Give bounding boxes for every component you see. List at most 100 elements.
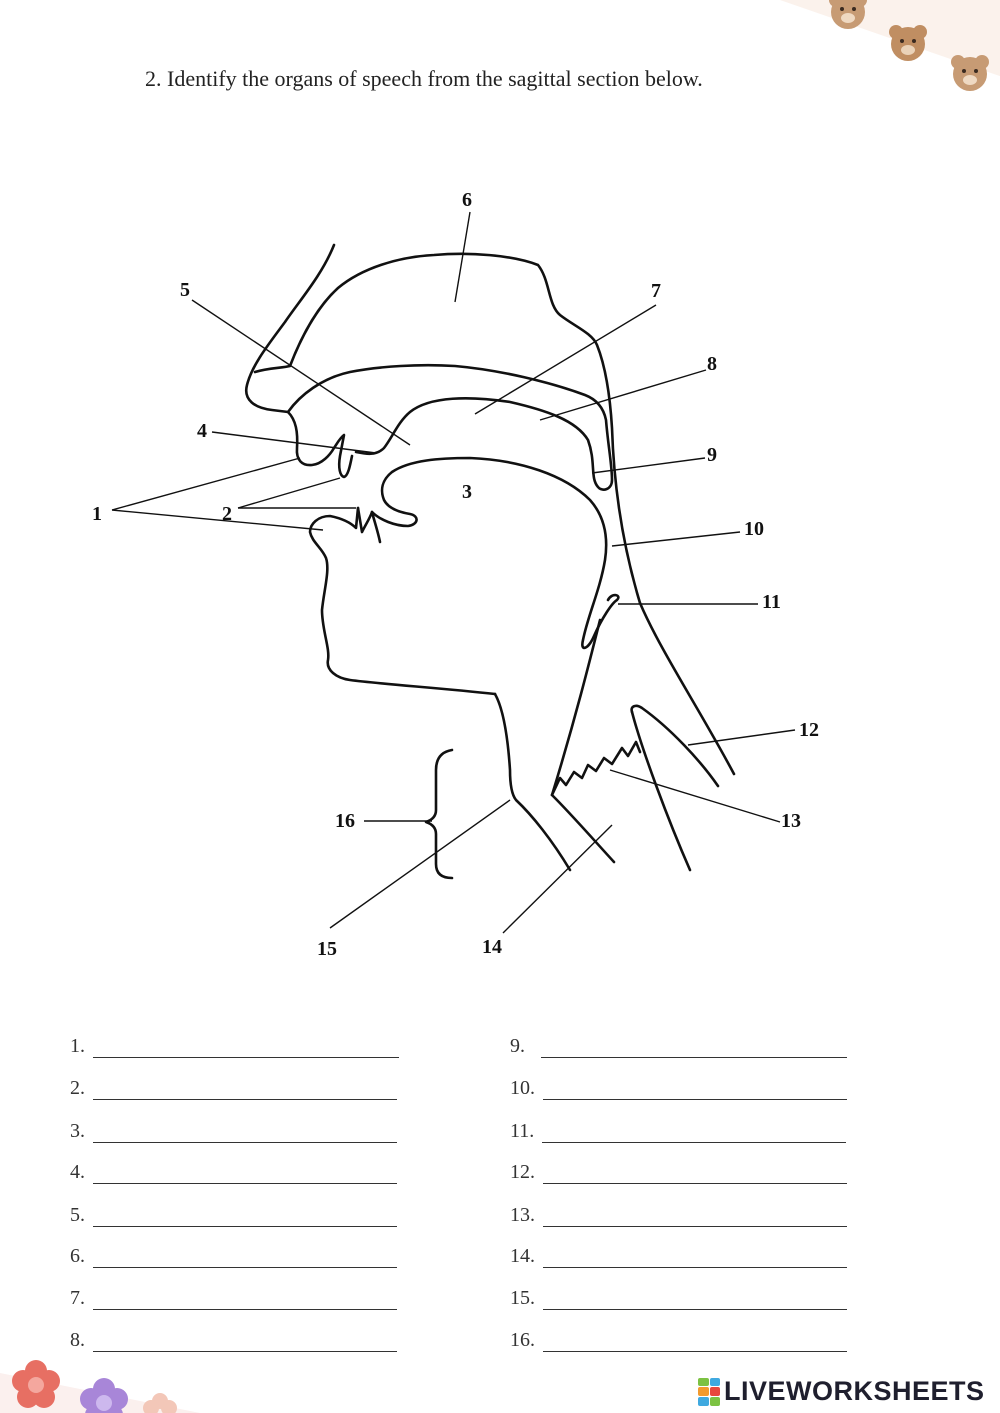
answer-row-4[interactable]: 4. <box>70 1161 397 1184</box>
tongue-outline <box>370 456 620 650</box>
brand-name: LIVEWORKSHEETS <box>724 1376 985 1406</box>
answer-number: 4. <box>70 1161 85 1183</box>
answer-blank[interactable] <box>93 1331 397 1352</box>
leader-14 <box>502 824 613 934</box>
diagram-label-15: 15 <box>317 938 337 960</box>
upper-palate-outline <box>286 363 614 491</box>
leader-4 <box>211 431 377 454</box>
answer-number: 16. <box>510 1329 535 1351</box>
answer-number: 5. <box>70 1204 85 1226</box>
answer-blank[interactable] <box>93 1247 397 1268</box>
diagram-label-3: 3 <box>462 481 472 503</box>
flower-icon <box>80 1378 128 1413</box>
upper-lip-outline <box>286 410 354 479</box>
answer-blank[interactable] <box>543 1079 847 1100</box>
answer-number: 13. <box>510 1204 535 1226</box>
answer-number: 10. <box>510 1077 535 1099</box>
pharynx-outline <box>638 601 736 776</box>
answer-blank[interactable] <box>542 1122 847 1143</box>
answer-blank[interactable] <box>93 1037 399 1058</box>
answer-number: 8. <box>70 1329 85 1351</box>
answer-row-12[interactable]: 12. <box>510 1161 847 1184</box>
answer-row-8[interactable]: 8. <box>70 1329 397 1352</box>
diagram-label-6: 6 <box>462 189 472 211</box>
answer-number: 9. <box>510 1035 525 1057</box>
esophagus-outline <box>630 704 720 788</box>
leader-12 <box>687 729 796 746</box>
answer-row-10[interactable]: 10. <box>510 1077 847 1100</box>
leader-1b <box>111 509 324 531</box>
answer-row-2[interactable]: 2. <box>70 1077 397 1100</box>
bear-decoration <box>780 0 1000 91</box>
leader-2a <box>237 477 341 509</box>
answer-row-9[interactable]: 9. <box>510 1035 847 1058</box>
diagram-label-12: 12 <box>799 719 819 741</box>
answer-blank[interactable] <box>543 1331 847 1352</box>
nose-outline <box>244 243 336 414</box>
diagram-label-4: 4 <box>197 420 207 442</box>
lower-teeth-outline <box>356 506 382 544</box>
answer-blank[interactable] <box>93 1122 397 1143</box>
answer-row-1[interactable]: 1. <box>70 1035 399 1058</box>
answer-blank[interactable] <box>543 1206 847 1227</box>
answer-blank[interactable] <box>93 1079 397 1100</box>
answer-row-15[interactable]: 15. <box>510 1287 847 1310</box>
answer-number: 14. <box>510 1245 535 1267</box>
answer-number: 12. <box>510 1161 535 1183</box>
answer-number: 11. <box>510 1120 535 1142</box>
answer-number: 3. <box>70 1120 85 1142</box>
diagram-label-2: 2 <box>222 503 232 525</box>
diagram-label-7: 7 <box>651 280 661 302</box>
answer-blank[interactable] <box>543 1163 847 1184</box>
flower-icon <box>12 1360 60 1408</box>
bear-icon <box>829 0 867 29</box>
answer-blank[interactable] <box>93 1289 397 1310</box>
trachea-front-outline <box>550 793 616 864</box>
answer-number: 1. <box>70 1035 85 1057</box>
nasal-cavity-outline <box>253 252 642 605</box>
diagram-label-1: 1 <box>92 503 102 525</box>
diagram-label-10: 10 <box>744 518 764 540</box>
answer-row-5[interactable]: 5. <box>70 1204 397 1227</box>
answer-number: 15. <box>510 1287 535 1309</box>
larynx-back-outline <box>630 710 692 872</box>
flower-decoration <box>0 1360 200 1413</box>
answer-row-16[interactable]: 16. <box>510 1329 847 1352</box>
diagram-label-16: 16 <box>335 810 355 832</box>
answer-row-11[interactable]: 11. <box>510 1120 847 1143</box>
leader-5 <box>191 299 411 446</box>
leader-7 <box>474 304 657 415</box>
answer-blank[interactable] <box>543 1289 847 1310</box>
answer-row-7[interactable]: 7. <box>70 1287 397 1310</box>
answer-number: 2. <box>70 1077 85 1099</box>
answer-number: 7. <box>70 1287 85 1309</box>
leader-6 <box>454 211 471 303</box>
diagram-label-9: 9 <box>707 444 717 466</box>
diagram-label-5: 5 <box>180 279 190 301</box>
bear-icon <box>889 25 927 61</box>
leader-15 <box>329 799 511 929</box>
answer-number: 6. <box>70 1245 85 1267</box>
bracket-16 <box>424 748 454 880</box>
diagram-label-11: 11 <box>762 591 781 613</box>
answer-blank[interactable] <box>543 1247 847 1268</box>
neck-front-outline <box>493 692 572 872</box>
answer-row-14[interactable]: 14. <box>510 1245 847 1268</box>
leader-9 <box>591 457 706 474</box>
sagittal-section-diagram: 1 2 3 4 5 6 7 8 9 10 11 12 13 14 15 16 <box>92 189 819 960</box>
bear-icon <box>951 55 989 91</box>
answer-blank[interactable] <box>93 1206 397 1227</box>
answer-blank[interactable] <box>541 1037 847 1058</box>
leader-10 <box>611 531 741 547</box>
answer-row-13[interactable]: 13. <box>510 1204 847 1227</box>
flower-icon <box>143 1393 177 1413</box>
diagram-label-14: 14 <box>482 936 502 958</box>
answer-row-3[interactable]: 3. <box>70 1120 397 1143</box>
lower-lip-outline <box>308 506 497 696</box>
worksheet-title: 2. Identify the organs of speech from th… <box>145 66 703 91</box>
answer-blank[interactable] <box>93 1163 397 1184</box>
liveworksheets-logo[interactable]: LIVEWORKSHEETS <box>698 1376 985 1407</box>
leader-1a <box>111 457 301 511</box>
leader-13 <box>609 769 781 823</box>
answer-row-6[interactable]: 6. <box>70 1245 397 1268</box>
